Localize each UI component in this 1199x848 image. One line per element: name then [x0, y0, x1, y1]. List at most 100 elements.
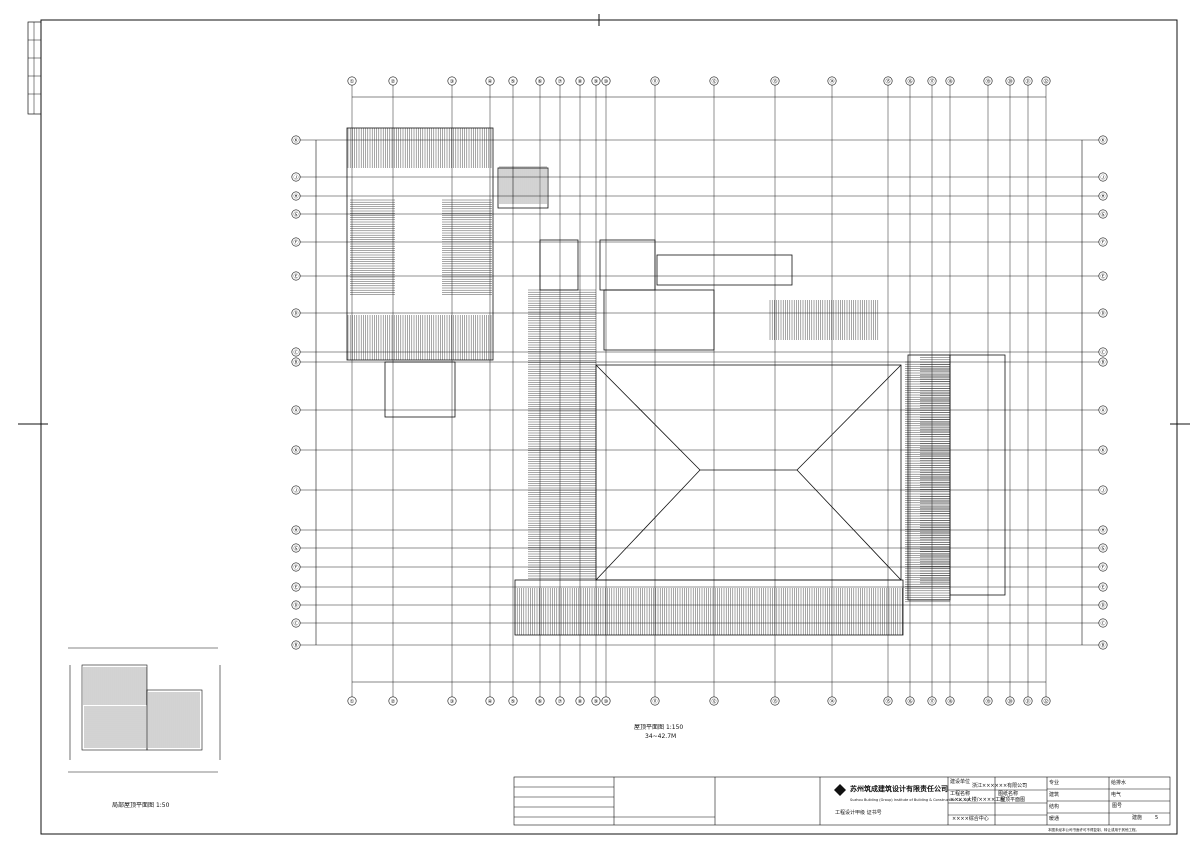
grid-label: ② — [391, 699, 396, 705]
stamp-entry-0: 专业 — [1049, 780, 1060, 786]
inset-plan-title: 局部屋顶平面图 1:50 — [112, 800, 169, 809]
grid-label: ⑤ — [511, 699, 515, 705]
grid-bubble-x: ⑧ — [575, 696, 585, 706]
grid-bubble-x: ⑯ — [905, 696, 915, 706]
drawing-name-value: 屋顶平面图 — [1000, 797, 1026, 803]
grid-bubble-y: Ⓓ — [1098, 600, 1108, 610]
grid-label: Ⓕ — [1100, 239, 1105, 246]
grid-label: Ⓑ — [293, 359, 298, 366]
grid-bubble-y: Ⓒ — [1098, 618, 1108, 628]
grid-label: ⑮ — [885, 698, 890, 705]
grid-label: ⑳ — [1007, 78, 1012, 85]
grid-label: ⑦ — [558, 699, 563, 705]
grid-label: ⑲ — [985, 698, 990, 705]
grid-label: ㉒ — [1043, 698, 1048, 705]
grid-label: Ⓚ — [1100, 447, 1105, 454]
grid-bubble-x: ④ — [485, 76, 495, 86]
grid-label: Ⓗ — [1100, 527, 1105, 534]
sheet-border — [40, 19, 1178, 835]
grid-bubble-y: Ⓚ — [1098, 445, 1108, 455]
grid-label: ③ — [450, 79, 454, 85]
grid-bubble-x: ⑪ — [650, 696, 660, 706]
grid-label: ⑮ — [885, 78, 890, 85]
grid-label: ⑱ — [947, 698, 952, 705]
grid-label: ⑰ — [929, 698, 934, 705]
grid-bubble-x: ⑬ — [770, 696, 780, 706]
grid-bubbles: ①①②②③③④④⑤⑤⑥⑥⑦⑦⑧⑧⑨⑨⑩⑩⑪⑪⑫⑫⑬⑬⑭⑭⑮⑮⑯⑯⑰⑰⑱⑱⑲⑲⑳⑳… — [291, 76, 1108, 706]
grid-label: ① — [350, 699, 355, 705]
grid-bubble-x: ③ — [447, 76, 457, 86]
drawing-no-label: 图号 — [1112, 803, 1123, 809]
grid-bubble-y: Ⓖ — [291, 209, 301, 219]
grid-label: Ⓙ — [293, 487, 298, 494]
company-name-cn: 苏州筑成建筑设计有限责任公司 — [850, 785, 948, 793]
grid-bubble-y: Ⓓ — [291, 308, 301, 318]
grid-bubble-y: Ⓖ — [291, 543, 301, 553]
grid-bubble-x: ⑤ — [508, 696, 518, 706]
grid-label: ⑩ — [604, 699, 609, 705]
grid-label: Ⓓ — [1100, 602, 1105, 609]
grid-bubble-x: ⑥ — [535, 696, 545, 706]
grid-bubble-y: Ⓑ — [291, 357, 301, 367]
client-value: 浙江××××××有限公司 — [972, 783, 1028, 789]
grid-bubble-x: ㉒ — [1041, 76, 1051, 86]
grid-bubble-x: ⑪ — [650, 76, 660, 86]
grid-bubble-x: ⑬ — [770, 76, 780, 86]
grid-bubble-y: Ⓕ — [1098, 562, 1108, 572]
grid-bubble-x: ⑭ — [827, 76, 837, 86]
grid-label: ⑩ — [604, 79, 609, 85]
grid-label: Ⓐ — [293, 407, 298, 414]
grid-label: ⑭ — [829, 698, 834, 705]
grid-bubble-y: Ⓗ — [291, 525, 301, 535]
grid-label: ⑫ — [711, 78, 716, 85]
grid-bubble-y: Ⓑ — [1098, 640, 1108, 650]
grid-label: ⑯ — [907, 78, 912, 85]
grid-bubble-x: ⑳ — [1005, 696, 1015, 706]
grid-label: ⑪ — [652, 78, 657, 85]
grid-label: Ⓔ — [1100, 584, 1105, 591]
grid-label: Ⓐ — [1100, 407, 1105, 414]
grid-label: Ⓓ — [293, 602, 298, 609]
grid-bubble-x: ④ — [485, 696, 495, 706]
main-plan-elevation: 34~42.7M — [645, 733, 677, 740]
grid-bubble-x: ⑫ — [709, 696, 719, 706]
grid-label: ⑲ — [985, 78, 990, 85]
grid-bubble-y: Ⓚ — [291, 445, 301, 455]
grid-bubble-y: Ⓙ — [1098, 485, 1108, 495]
grid-bubble-x: ⑰ — [927, 76, 937, 86]
grid-label: ㉑ — [1025, 698, 1030, 705]
grid-bubble-y: Ⓐ — [1098, 405, 1108, 415]
grid-bubble-x: ⑯ — [905, 76, 915, 86]
grid-label: Ⓓ — [1100, 310, 1105, 317]
grid-bubble-x: ① — [347, 76, 357, 86]
drawing-name-label: 图纸名称 — [998, 791, 1019, 797]
grid-bubble-x: ⑤ — [508, 76, 518, 86]
grid-label: ① — [350, 79, 355, 85]
grid-bubble-y: Ⓓ — [291, 600, 301, 610]
grid-bubble-y: Ⓗ — [291, 191, 301, 201]
grid-label: Ⓙ — [1100, 174, 1105, 181]
project-label: 工程名称 — [950, 791, 971, 797]
grid-label: ⑧ — [578, 699, 583, 705]
grid-bubble-y: Ⓙ — [291, 172, 301, 182]
grid-bubble-x: ⑱ — [945, 696, 955, 706]
lower-wing — [514, 354, 1006, 636]
grid-label: ② — [391, 79, 396, 85]
grid-bubble-y: Ⓒ — [1098, 347, 1108, 357]
inset-plan — [68, 647, 221, 773]
title-footnote: 本图未经本公司书面许可不得复制、转让或用于其他工程。 — [1048, 828, 1139, 832]
inset-hatch — [83, 667, 200, 748]
grid-bubble-x: ㉑ — [1023, 76, 1033, 86]
grid-label: Ⓑ — [1100, 642, 1105, 649]
main-plan-title-text: 屋顶平面图 — [634, 724, 665, 731]
sub-project: ××××综合中心 — [952, 816, 989, 822]
grid-label: Ⓚ — [293, 447, 298, 454]
grid-label: Ⓕ — [1100, 564, 1105, 571]
grid-label: Ⓓ — [293, 310, 298, 317]
grid-bubble-y: Ⓙ — [291, 485, 301, 495]
grid-label: ⑬ — [772, 698, 777, 705]
grid-bubble-x: ⑳ — [1005, 76, 1015, 86]
grid-bubble-x: ⑮ — [883, 76, 893, 86]
grid-bubble-y: Ⓚ — [291, 135, 301, 145]
grid-label: Ⓑ — [1100, 359, 1105, 366]
